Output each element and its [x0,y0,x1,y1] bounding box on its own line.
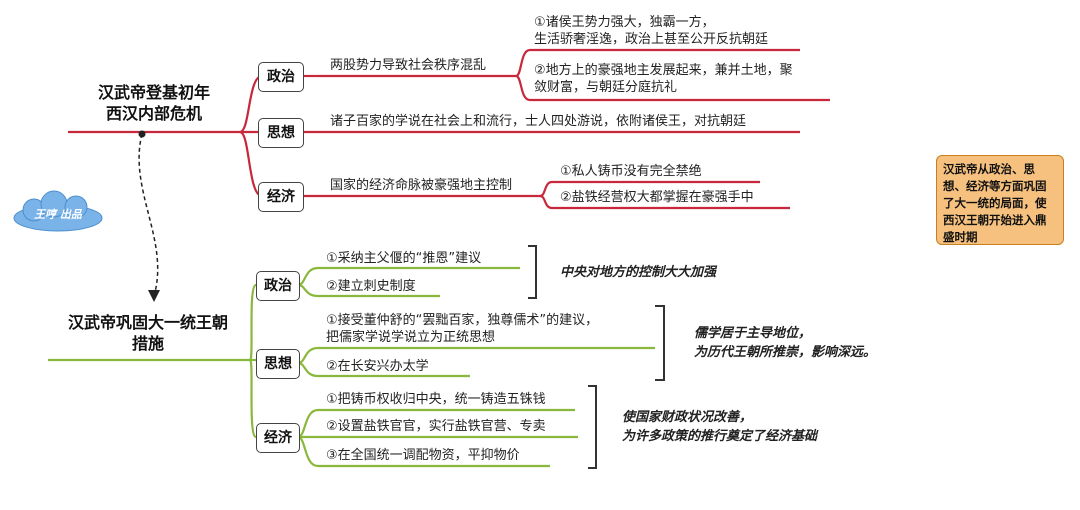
top-economy-main: 国家的经济命脉被豪强地主控制 [330,178,513,193]
top-economy-sub1: ①私人铸币没有完全禁绝 [560,164,702,179]
top-politics-box: 政治 [258,62,304,92]
bottom-thought-note-line1: 儒学居于主导地位， [694,326,812,341]
top-root-line2: 西汉内部危机 [105,104,202,123]
top-politics-sub2-line2: 敛财富，与朝廷分庭抗礼 [534,80,678,95]
top-politics-sub2-line1: ②地方上的豪强地主发展起来，兼并土地，聚 [534,63,793,78]
bottom-economy-item1: ①把铸币权收归中央，统一铸造五铢钱 [326,392,546,407]
bottom-root-line2: 措施 [131,334,164,353]
summary-box: 汉武帝从政治、思想、经济等方面巩固了大一统的局面，使西汉王朝开始进入鼎盛时期 [936,155,1064,245]
bottom-politics-box: 政治 [256,271,300,301]
top-economy-sub2: ②盐铁经营权大都掌握在豪强手中 [560,190,754,205]
top-thought-main: 诸子百家的学说在社会上和流行，士人四处游说，依附诸侯王，对抗朝廷 [330,114,747,129]
top-politics-sub1-line2: 生活骄奢淫逸，政治上甚至公开反抗朝廷 [534,32,769,47]
bottom-economy-note-line1: 使国家财政状况改善， [622,410,753,425]
top-politics-sub1-line1: ①诸侯王势力强大，独霸一方， [534,15,715,30]
bottom-economy-box: 经济 [256,423,300,453]
top-thought-box: 思想 [258,118,304,148]
bottom-root-line1: 汉武帝巩固大一统王朝 [67,313,228,332]
top-root-node: 汉武帝登基初年 西汉内部危机 [74,82,234,124]
bottom-thought-item1-line2: 把儒家学说学说立为正统思想 [326,330,496,345]
bottom-root-node: 汉武帝巩固大一统王朝 措施 [48,312,248,354]
top-politics-main: 两股势力导致社会秩序混乱 [330,58,487,73]
bottom-politics-note: 中央对地方的控制大大加强 [560,265,717,280]
watermark: 王哼 出品 [34,208,82,221]
bottom-economy-item3: ③在全国统一调配物资，平抑物价 [326,448,520,463]
bottom-thought-note-line2: 为历代王朝所推崇，影响深远。 [694,345,877,360]
bottom-thought-item2: ②在长安兴办太学 [326,359,429,374]
bottom-economy-note-line2: 为许多政策的推行奠定了经济基础 [622,429,818,444]
bottom-economy-item2: ②设置盐铁官官，实行盐铁官营、专卖 [326,419,546,434]
bottom-thought-item1-line1: ①接受董仲舒的“罢黜百家，独尊儒术”的建议， [326,313,599,328]
bottom-politics-item1: ①采纳主父偃的“推恩”建议 [326,251,482,266]
bottom-politics-item2: ②建立刺史制度 [326,279,416,294]
top-root-line1: 汉武帝登基初年 [97,83,210,102]
bottom-thought-box: 思想 [256,349,300,379]
top-economy-box: 经济 [258,182,304,212]
